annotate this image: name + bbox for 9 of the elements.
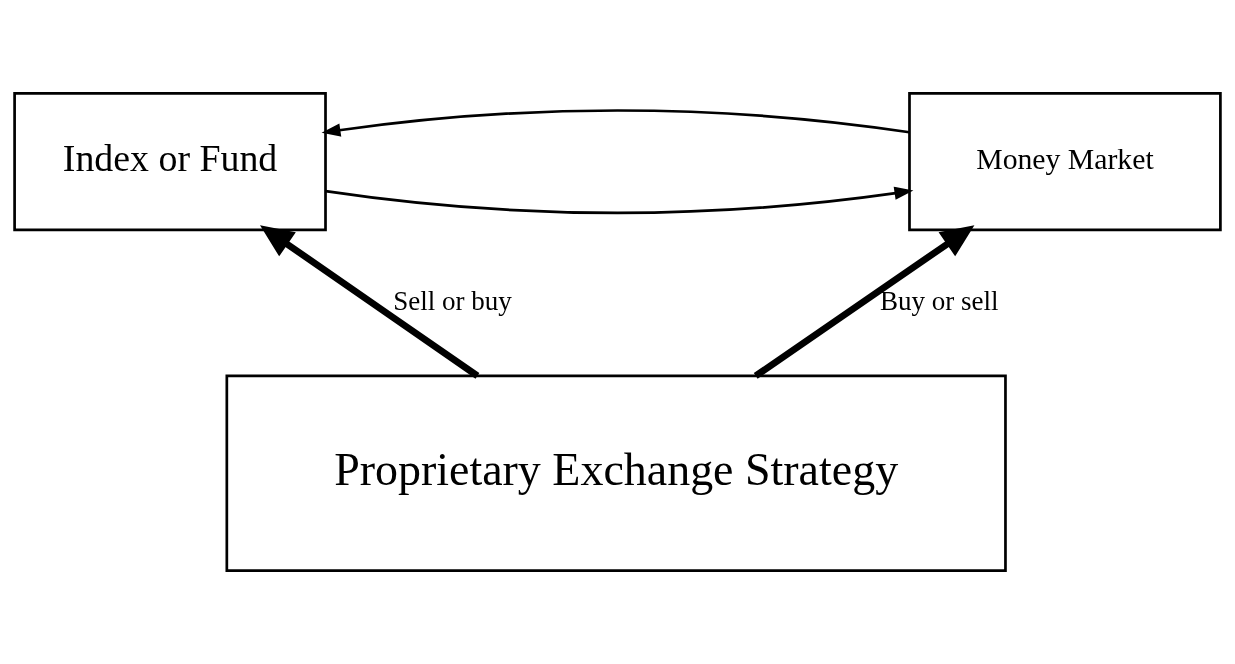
arrow <box>321 109 910 137</box>
edge-label: Sell or buy <box>393 285 512 316</box>
arrow <box>260 225 480 379</box>
node-box: Index or Fund <box>13 92 327 232</box>
node-box: Money Market <box>908 92 1222 232</box>
edge-label: Buy or sell <box>879 285 999 316</box>
node-box: Proprietary Exchange Strategy <box>225 374 1007 572</box>
arrow <box>325 186 914 215</box>
arrow <box>753 225 975 379</box>
